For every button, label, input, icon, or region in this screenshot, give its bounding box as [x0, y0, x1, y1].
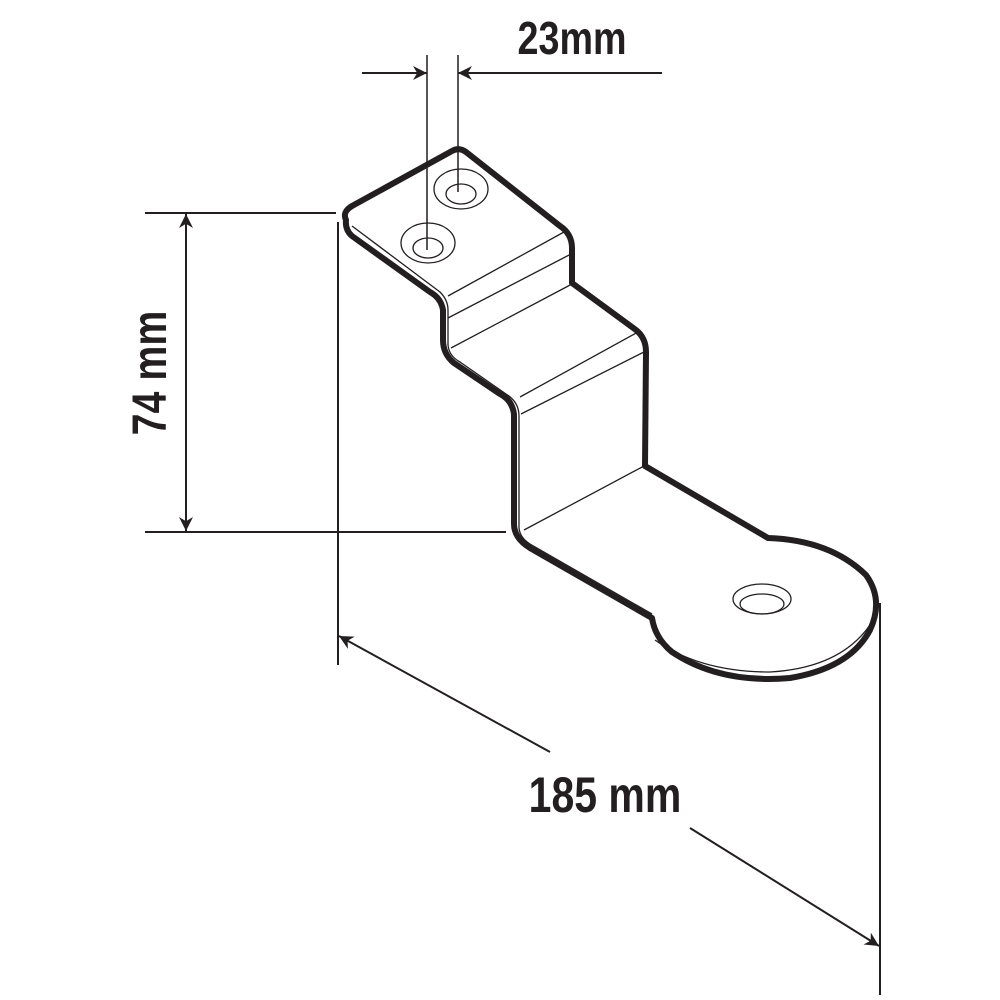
bracket-outline	[341, 146, 879, 682]
hole-upper	[433, 168, 489, 210]
dimension-hole-spacing	[362, 55, 662, 250]
hole-lower	[400, 222, 456, 264]
dimension-height	[145, 212, 506, 533]
mounting-holes	[400, 168, 792, 615]
height-label: 74 mm	[123, 311, 177, 436]
bracket-part	[341, 146, 879, 682]
dimension-length	[337, 222, 881, 995]
bend-lines	[351, 225, 871, 673]
length-label: 185 mm	[529, 767, 682, 823]
hole-spacing-label: 23mm	[518, 12, 627, 63]
